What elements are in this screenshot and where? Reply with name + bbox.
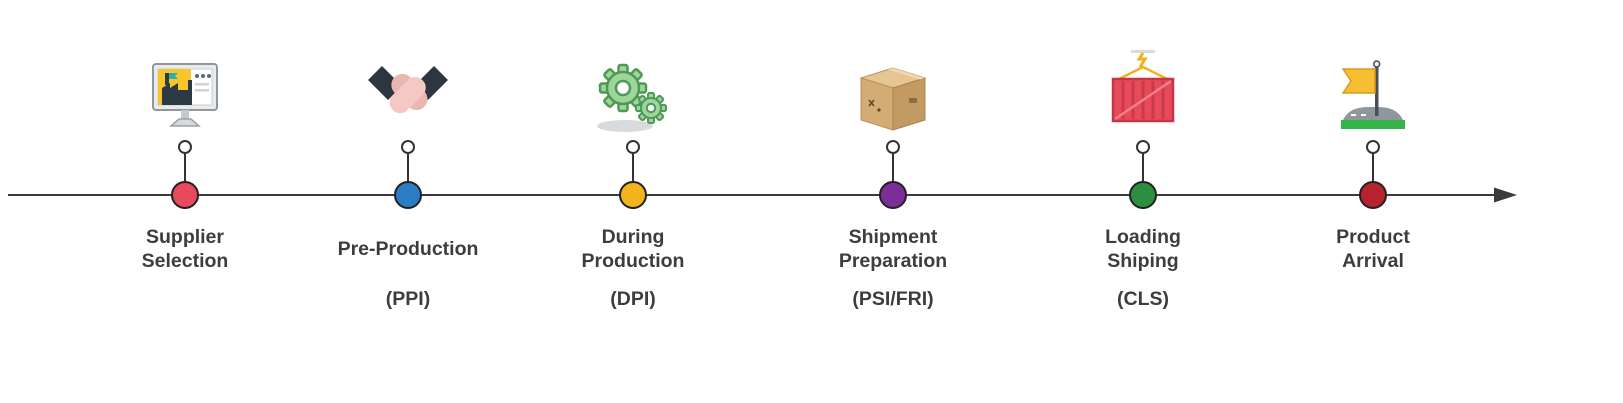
connector-node (1366, 140, 1380, 154)
handshake-icon (293, 38, 523, 136)
connector-node (626, 140, 640, 154)
milestone-label: During Production (581, 226, 685, 272)
timeline-dot (619, 181, 647, 209)
milestone-loading-shipping: Loading Shiping (CLS) (1028, 0, 1258, 403)
supplier-monitor-icon (70, 38, 300, 136)
connector-stem (1372, 152, 1374, 185)
connector-node (886, 140, 900, 154)
package-box-icon (778, 38, 1008, 136)
milestone-shipment-preparation: Shipment Preparation (PSI/FRI) (778, 0, 1008, 403)
timeline-dot (171, 181, 199, 209)
timeline-dot (1129, 181, 1157, 209)
milestone-product-arrival: Product Arrival (1258, 0, 1488, 403)
milestone-code: (CLS) (1117, 288, 1169, 310)
milestone-label: Supplier Selection (141, 226, 229, 272)
connector-node (1136, 140, 1150, 154)
timeline-dot (879, 181, 907, 209)
milestone-label: Pre-Production (337, 238, 479, 261)
milestone-label: Loading Shiping (1105, 226, 1181, 272)
milestone-code: (DPI) (610, 288, 656, 310)
milestone-pre-production: Pre-Production (PPI) (293, 0, 523, 403)
milestone-code: (PSI/FRI) (852, 288, 934, 310)
arrowhead-icon (1494, 187, 1517, 203)
flag-icon (1258, 38, 1488, 136)
milestone-code: (PPI) (385, 288, 431, 310)
connector-stem (407, 152, 409, 185)
container-crane-icon (1028, 38, 1258, 136)
gears-icon (518, 38, 748, 136)
connector-stem (632, 152, 634, 185)
connector-node (401, 140, 415, 154)
timeline-dot (1359, 181, 1387, 209)
milestone-supplier-selection: Supplier Selection (70, 0, 300, 403)
connector-node (178, 140, 192, 154)
timeline-dot (394, 181, 422, 209)
connector-stem (184, 152, 186, 185)
connector-stem (1142, 152, 1144, 185)
milestone-during-production: During Production (DPI) (518, 0, 748, 403)
connector-stem (892, 152, 894, 185)
milestone-label: Product Arrival (1336, 226, 1410, 272)
milestone-label: Shipment Preparation (838, 226, 948, 272)
